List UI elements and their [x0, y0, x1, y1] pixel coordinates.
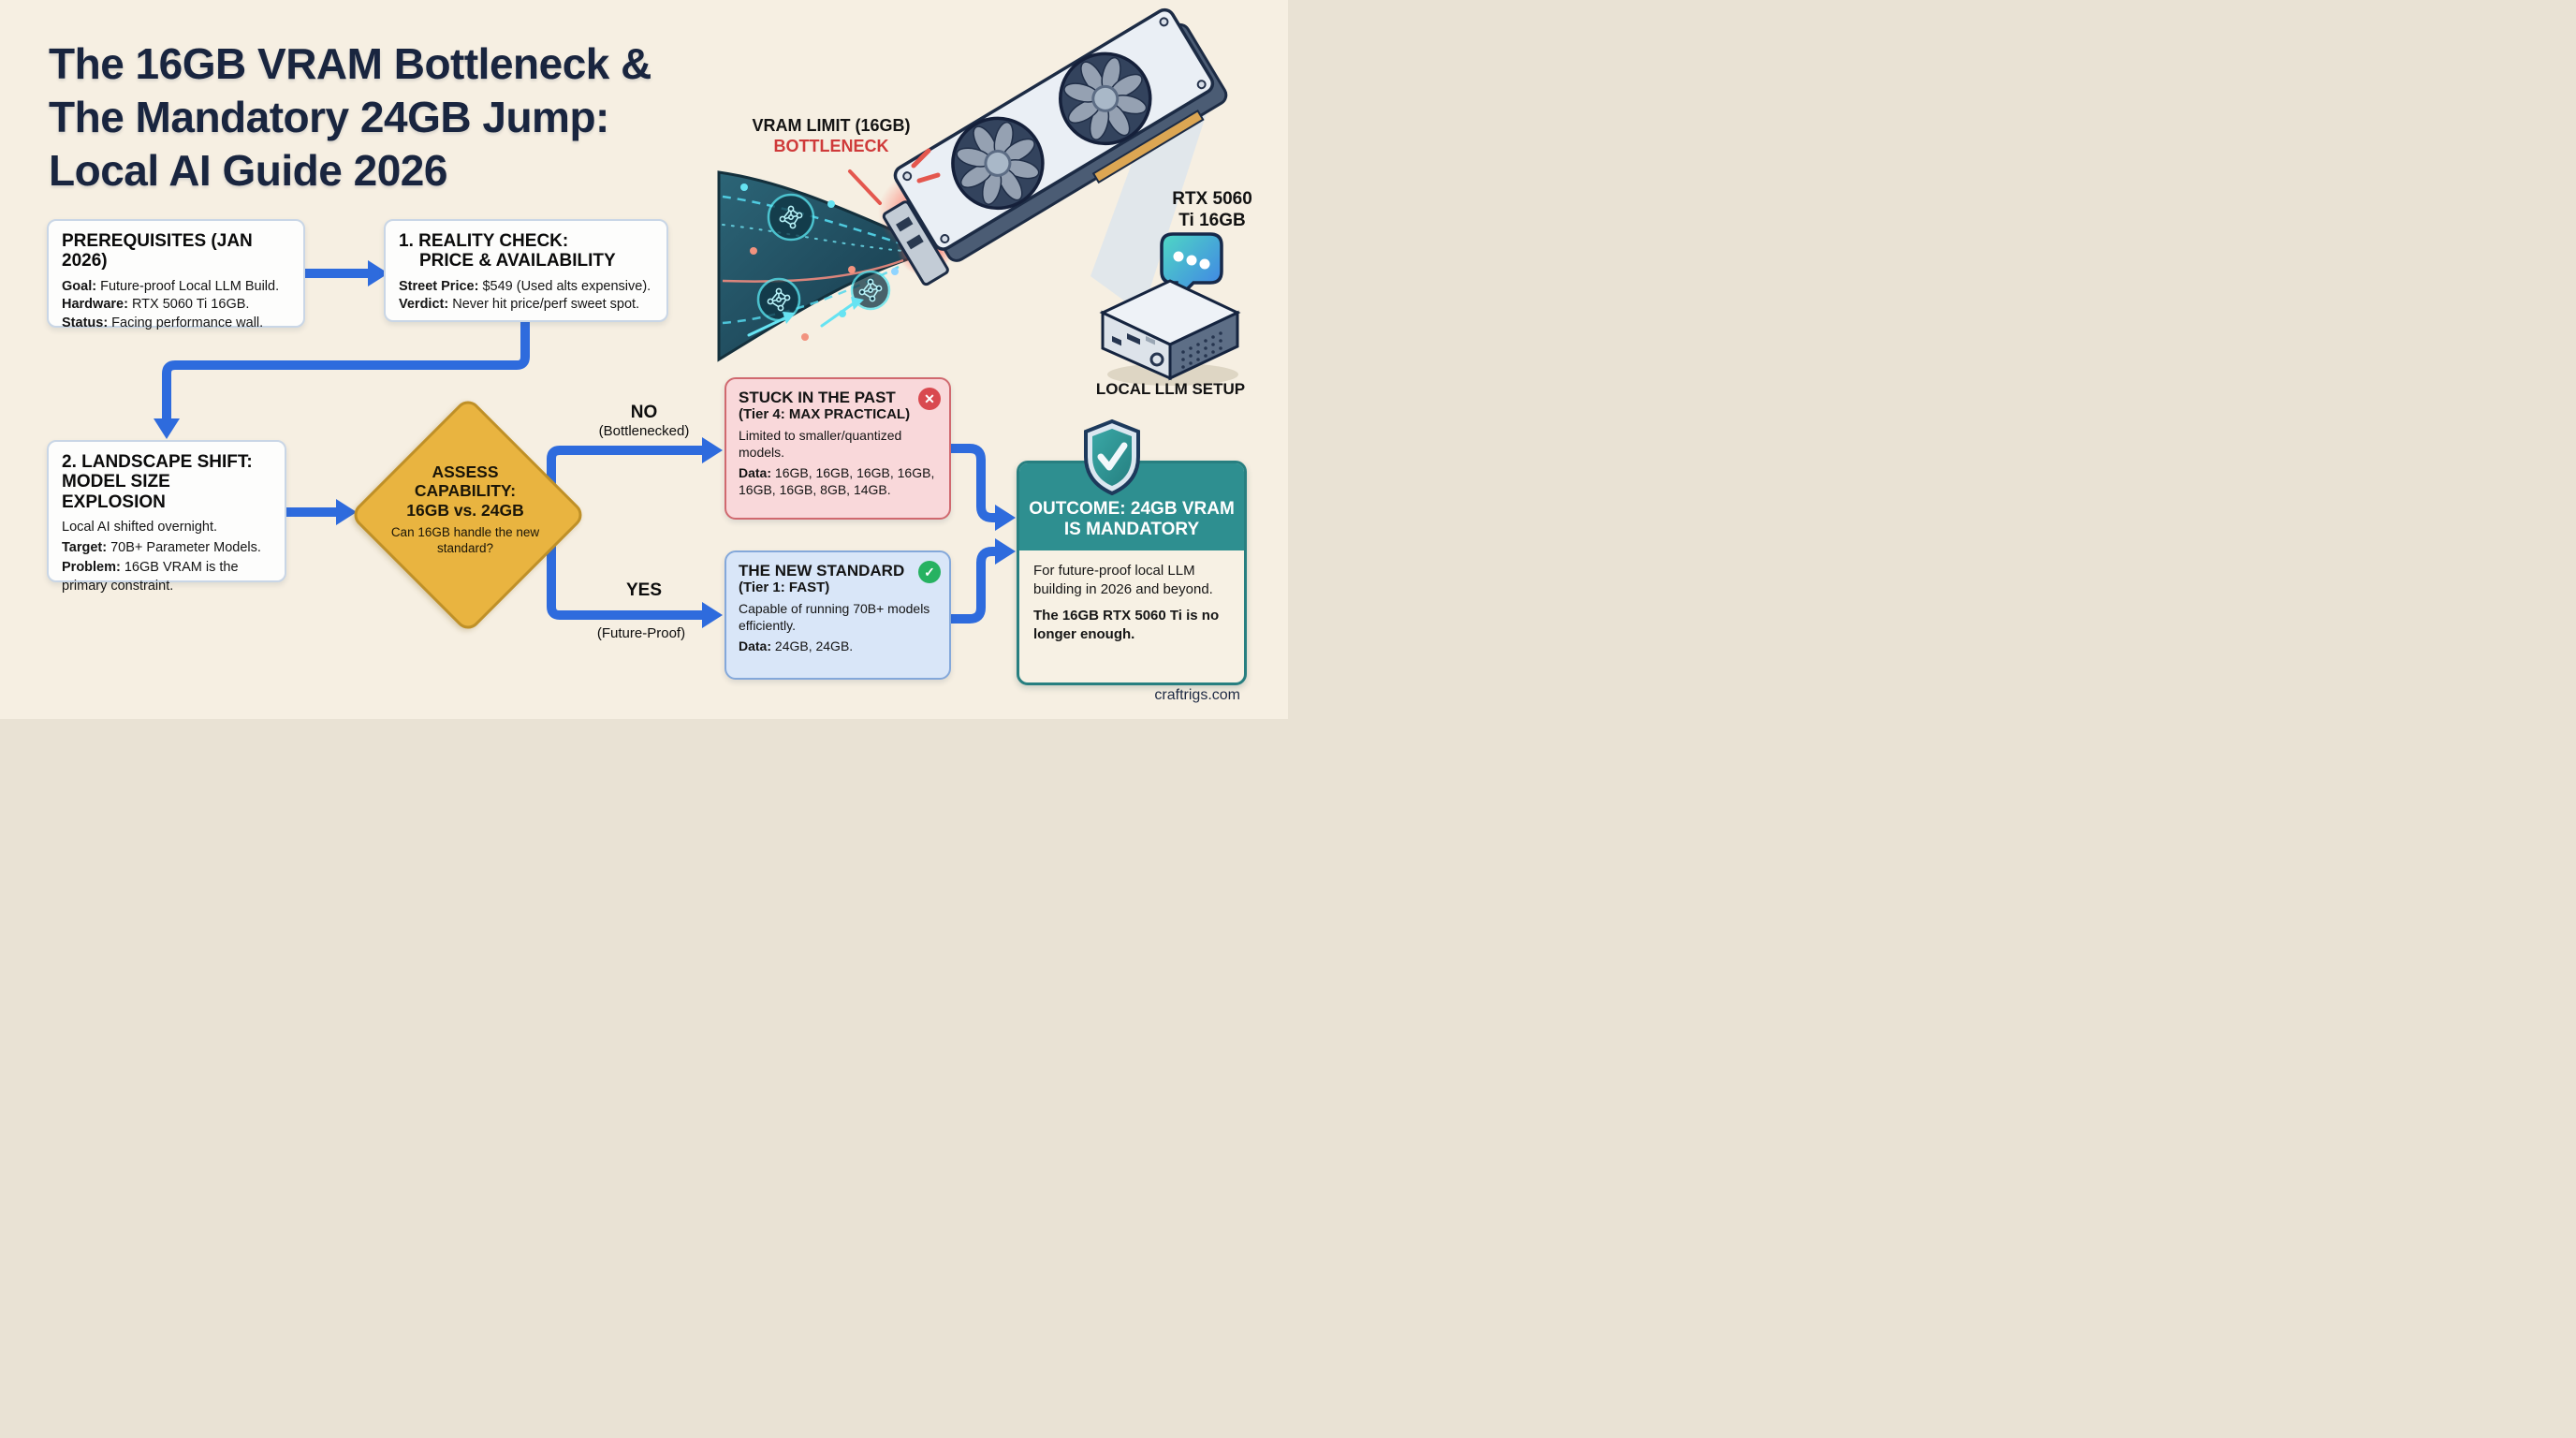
reality-verdict-row: Verdict: Never hit price/perf sweet spot…: [399, 297, 640, 313]
stuck-data-row: Data: 16GB, 16GB, 16GB, 16GB, 16GB, 16GB…: [739, 464, 935, 497]
no-branch-label: NO (Bottlenecked): [598, 403, 690, 439]
x-badge-icon: ✕: [918, 388, 941, 410]
flow-arrows: [154, 260, 1016, 628]
landscape-intro-row: Local AI shifted overnight.: [62, 520, 218, 536]
arrowhead-yes-branch: [702, 602, 723, 628]
stuck-in-the-past-box: ✕ STUCK IN THE PAST (Tier 4: MAX PRACTIC…: [724, 377, 951, 520]
title-line-1: The 16GB VRAM Bottleneck &: [49, 39, 651, 88]
light-beam-decor: [1090, 84, 1212, 314]
check-badge-icon: ✓: [918, 561, 941, 583]
stuck-body: Limited to smaller/quantized models.: [739, 428, 902, 460]
local-llm-setup-label: LOCAL LLM SETUP: [1095, 380, 1246, 398]
arrowhead-no-branch: [702, 437, 723, 463]
prereq-status-row: Status: Facing performance wall.: [62, 315, 264, 330]
site-credit: craftrigs.com: [1154, 687, 1240, 703]
title-line-2: The Mandatory 24GB Jump:: [49, 93, 609, 142]
prereq-hardware-row: Hardware: RTX 5060 Ti 16GB.: [62, 297, 250, 313]
new-standard-box: ✓ THE NEW STANDARD (Tier 1: FAST) Capabl…: [724, 550, 951, 680]
outcome-emphasis-text: The 16GB RTX 5060 Ti is no longer enough…: [1033, 608, 1220, 642]
mini-pc-illustration: [1099, 279, 1241, 386]
prerequisites-box: PREREQUISITES (JAN 2026) Goal: Future-pr…: [47, 219, 305, 330]
arrowhead-stuck-to-outcome: [995, 505, 1016, 531]
outcome-body-text: For future-proof local LLM building in 2…: [1033, 563, 1213, 597]
stuck-subtitle: (Tier 4: MAX PRACTICAL): [739, 406, 911, 423]
yes-branch-sublabel: (Future-Proof): [596, 625, 686, 641]
landscape-problem-row: Problem: 16GB VRAM is the primary constr…: [62, 560, 239, 594]
prerequisites-title: PREREQUISITES (JAN 2026): [62, 231, 253, 271]
gpu-name-label: RTX 5060 Ti 16GB: [1161, 189, 1264, 232]
outcome-body: For future-proof local LLM building in 2…: [1019, 550, 1244, 654]
new-standard-title: THE NEW STANDARD: [739, 562, 905, 580]
landscape-target-row: Target: 70B+ Parameter Models.: [62, 539, 261, 555]
title-line-3: Local AI Guide 2026: [49, 146, 447, 196]
landscape-shift-title: 2. LANDSCAPE SHIFT: MODEL SIZE EXPLOSION: [62, 452, 253, 512]
reality-check-box: 1. REALITY CHECK: PRICE & AVAILABILITY S…: [384, 219, 668, 322]
yes-branch-label: YES: [625, 580, 663, 600]
vram-limit-annotation: VRAM LIMIT (16GB) BOTTLENECK: [747, 116, 915, 156]
arrowhead-prereq-to-reality: [368, 260, 388, 286]
landscape-shift-box: 2. LANDSCAPE SHIFT: MODEL SIZE EXPLOSION…: [47, 440, 286, 594]
arrowhead-into-landscape: [154, 418, 180, 439]
data-stream-funnel-illustration: [717, 170, 953, 362]
prereq-goal-row: Goal: Future-proof Local LLM Build.: [62, 278, 280, 294]
bottleneck-label: BOTTLENECK: [773, 136, 889, 155]
new-standard-body: Capable of running 70B+ models efficient…: [739, 601, 930, 633]
new-standard-subtitle: (Tier 1: FAST): [739, 580, 830, 596]
page-title: The 16GB VRAM Bottleneck & The Mandatory…: [49, 37, 666, 198]
decision-title-line-1: ASSESS: [432, 462, 499, 481]
reality-check-title: 1. REALITY CHECK: PRICE & AVAILABILITY: [399, 231, 616, 271]
decision-title-line-2: CAPABILITY:: [414, 481, 517, 501]
arrowhead-into-diamond: [336, 499, 357, 525]
shield-check-icon: [1084, 418, 1140, 496]
gpu-name-line-1: RTX 5060: [1172, 189, 1252, 209]
reality-price-row: Street Price: $549 (Used alts expensive)…: [399, 278, 651, 294]
gpu-name-line-2: Ti 16GB: [1178, 210, 1246, 230]
decision-question: Can 16GB handle the new standard?: [390, 525, 540, 555]
arrowhead-new-to-outcome: [995, 538, 1016, 565]
infographic-canvas: The 16GB VRAM Bottleneck & The Mandatory…: [0, 0, 1288, 719]
stuck-title: STUCK IN THE PAST: [739, 389, 896, 406]
new-standard-data-row: Data: 24GB, 24GB.: [739, 638, 854, 653]
vram-limit-label: VRAM LIMIT (16GB): [752, 116, 911, 135]
decision-title-line-3: 16GB vs. 24GB: [406, 500, 524, 520]
decision-diamond-text: ASSESS CAPABILITY: 16GB vs. 24GB Can 16G…: [381, 462, 549, 556]
bottleneck-annotation-line: [848, 148, 941, 205]
gpu-card-illustration: [878, 7, 1228, 286]
